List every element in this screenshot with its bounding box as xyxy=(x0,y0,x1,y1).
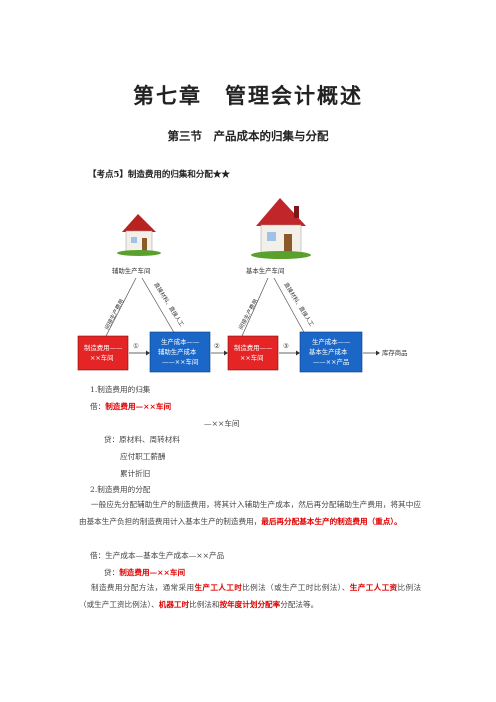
methods-text-b: 比例法（或生产工时比例法）、 xyxy=(242,583,350,592)
debit-account: 制造费用—××车间 xyxy=(105,402,172,411)
house-right-label: 基本生产车间 xyxy=(246,266,284,275)
heading-allocation: 2.制造费用的分配 xyxy=(90,485,151,494)
box2-line2: 辅助生产成本 xyxy=(158,347,197,356)
box2-line1: 生产成本—— xyxy=(161,337,200,346)
methods-text-a: 制造费用分配方法，通常采用 xyxy=(91,583,195,592)
credit-line-2: 应付职工薪酬 xyxy=(120,452,166,461)
house-left-label: 辅助生产车间 xyxy=(112,266,150,275)
methods-text-e: 分配法等。 xyxy=(280,600,319,609)
credit-line-1: 贷：原材料、周转材料 xyxy=(104,435,180,444)
box2-line3: ——××车间 xyxy=(162,357,198,366)
house-left-icon xyxy=(117,214,161,256)
box4-line2: 基本生产成本 xyxy=(309,347,348,356)
arrow3-label: ③ xyxy=(283,342,289,350)
credit-line-3: 累计折旧 xyxy=(120,469,151,478)
box3-line1: 制造费用—— xyxy=(234,343,273,352)
box-production-cost-aux xyxy=(149,331,211,373)
credit-account: 制造费用—××车间 xyxy=(119,568,186,577)
entry-credit-line-2: 贷：制造费用—××车间 xyxy=(104,567,185,578)
box-production-cost-basic xyxy=(299,331,363,373)
chapter-title: 第七章 管理会计概述 xyxy=(133,83,363,108)
arrow1-label: ① xyxy=(133,342,139,350)
box1-line1: 制造费用—— xyxy=(84,343,123,352)
box1-line2: ××车间 xyxy=(90,353,114,362)
diag-left-text-1: 间接生产费用 xyxy=(103,298,126,331)
allocation-text: 一般应先分配辅助生产的制造费用，将其计入辅助生产成本，然后再分配辅助生产费用，将… xyxy=(79,500,421,526)
box-manufacturing-overhead-basic xyxy=(227,335,279,371)
diag-right-text-1: 间接生产费用 xyxy=(237,298,260,331)
box4-line3: ——××产品 xyxy=(313,357,349,366)
entry-debit-line: 借：制造费用—××车间 xyxy=(90,401,171,412)
heading-collection: 1.制造费用的归集 xyxy=(90,385,151,394)
sub-account-line: —××车间 xyxy=(204,419,240,428)
debit-prefix: 借： xyxy=(90,402,106,411)
methods-text-d: 比例法和 xyxy=(189,600,220,609)
methods-text-c: 比例法（或生产工资比例法）、 xyxy=(79,583,422,609)
method-worker-hours: 生产工人工时 xyxy=(194,583,243,592)
allocation-paragraph: 一般应先分配辅助生产的制造费用，将其计入辅助生产成本，然后再分配辅助生产费用，将… xyxy=(79,496,421,530)
cost-flow-diagram: 辅助生产车间 基本生产车间 间接生产费用 直接材料、直接人工 间接生产费用 直接… xyxy=(77,198,408,373)
house-right-icon xyxy=(251,198,311,259)
box3-line2: ××车间 xyxy=(240,353,264,362)
stock-label: 库存商品 xyxy=(382,348,408,357)
method-worker-wages: 生产工人工资 xyxy=(349,583,398,592)
kaodian-heading: 【考点5】制造费用的归集和分配★★ xyxy=(88,170,230,180)
credit-prefix: 贷： xyxy=(104,568,120,577)
methods-paragraph: 制造费用分配方法，通常采用生产工人工时比例法（或生产工时比例法）、生产工人工资比… xyxy=(79,579,421,613)
method-machine-hours: 机器工时 xyxy=(158,600,190,609)
allocation-key-point: 最后再分配基本生产的制造费用（重点）。 xyxy=(261,517,402,526)
method-annual-rate: 按年度计划分配率 xyxy=(219,600,281,609)
arrow2-label: ② xyxy=(214,342,220,350)
box-manufacturing-overhead-aux xyxy=(77,335,129,371)
section-title: 第三节 产品成本的归集与分配 xyxy=(167,129,329,143)
entry-debit-line-2: 借：生产成本—基本生产成本—××产品 xyxy=(90,551,225,560)
box4-line1: 生产成本—— xyxy=(312,337,351,346)
diag-right-text-2: 直接材料、直接人工 xyxy=(282,281,316,328)
